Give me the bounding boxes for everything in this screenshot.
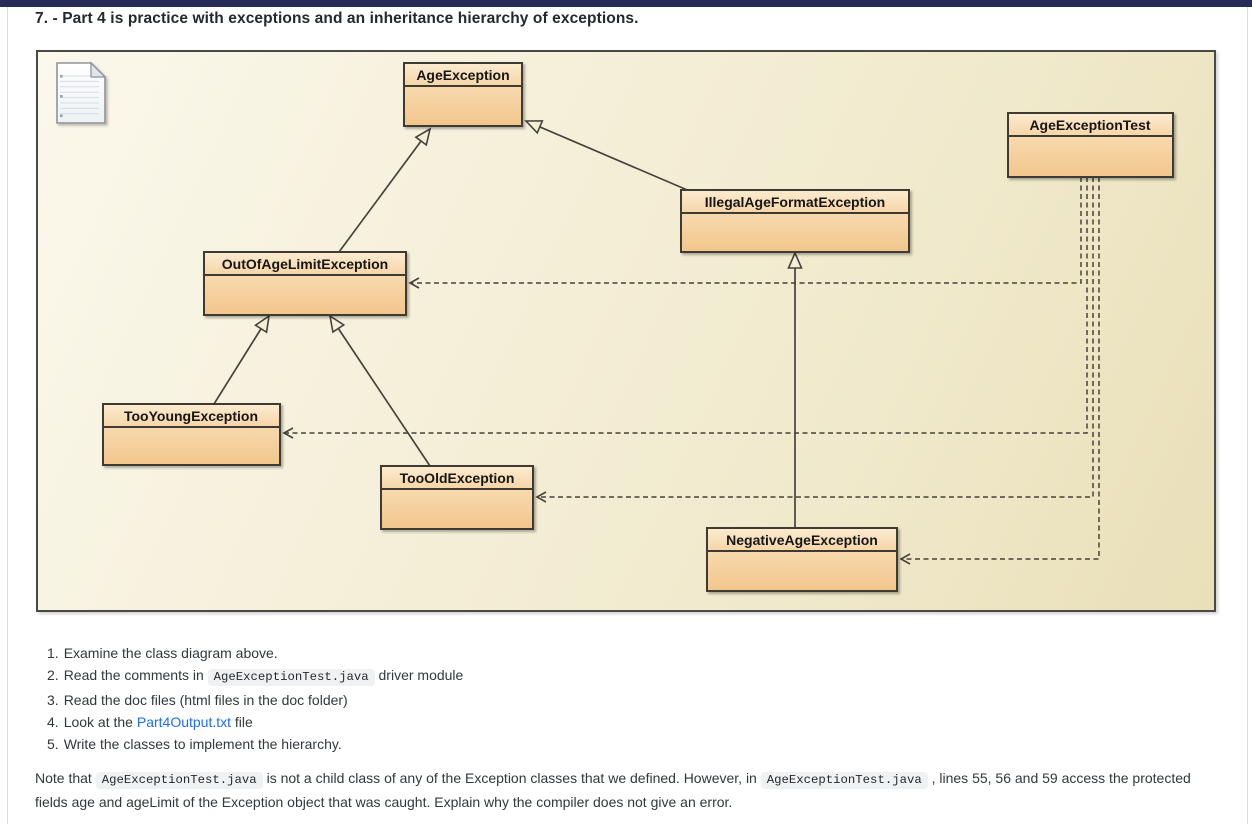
class-name-tooyoungexception: TooYoungException [124, 408, 258, 424]
container-right-border [1247, 7, 1248, 824]
instructions-list: 1.Examine the class diagram above. 2.Rea… [47, 642, 463, 755]
container-left-border [7, 7, 8, 824]
instruction-text: driver module [378, 667, 464, 684]
code-span-ageexceptiontest-java: AgeExceptionTest.java [760, 772, 928, 789]
generalization-edge-illegalageformat-to-ageexception [524, 120, 693, 193]
instruction-number: 2. [47, 667, 59, 684]
instruction-number: 1. [47, 645, 59, 661]
class-name-ageexceptiontest: AgeExceptionTest [1029, 117, 1150, 133]
instruction-text: Look at the [63, 713, 133, 730]
instruction-text: file [234, 713, 253, 730]
class-box-tooyoungexception: TooYoungException [102, 403, 281, 466]
note-paragraph: Note that AgeExceptionTest.java is not a… [35, 768, 1215, 813]
class-box-tooldexception: TooOldException [380, 465, 534, 530]
instruction-item-3: 3.Read the doc files (html files in the … [47, 689, 463, 711]
class-name-ageexception: AgeException [416, 67, 509, 83]
code-span-ageexceptiontest-java: AgeExceptionTest.java [95, 772, 263, 789]
generalization-edge-outofagelimit-to-ageexception [338, 127, 432, 253]
document-icon [56, 61, 107, 124]
dependency-edge-test-to-tooold [535, 177, 1094, 503]
instruction-number: 4. [47, 713, 59, 730]
class-box-ageexceptiontest: AgeExceptionTest [1007, 112, 1174, 178]
class-box-negativeageexception: NegativeAgeException [706, 527, 898, 592]
instruction-item-1: 1.Examine the class diagram above. [47, 642, 463, 664]
instruction-text: Write the classes to implement the hiera… [63, 736, 342, 753]
part4output-link[interactable]: Part4Output.txt [136, 713, 232, 730]
generalization-edge-tooold-to-outofagelimit [328, 314, 431, 467]
class-name-tooldexception: TooOldException [400, 470, 515, 486]
dependency-edge-test-to-outofagelimit [408, 177, 1082, 289]
page-title: 7. - Part 4 is practice with exceptions … [35, 10, 639, 27]
class-name-outofagelimitexception: OutOfAgeLimitException [222, 256, 388, 272]
instruction-text: Read the doc files (html files in the do… [63, 691, 348, 708]
instruction-item-2: 2.Read the comments in AgeExceptionTest.… [47, 664, 463, 688]
class-box-illegalageformatexception: IllegalAgeFormatException [680, 189, 910, 253]
note-text: is not a child class of any of the Excep… [266, 770, 757, 786]
class-name-negativeageexception: NegativeAgeException [726, 532, 878, 548]
class-box-outofagelimitexception: OutOfAgeLimitException [203, 251, 407, 316]
generalization-edge-tooyoung-to-outofagelimit [213, 314, 271, 405]
class-box-ageexception: AgeException [403, 62, 523, 127]
instruction-item-4: 4.Look at the Part4Output.txt file [47, 711, 463, 733]
instruction-number: 5. [47, 736, 59, 753]
class-name-illegalageformatexception: IllegalAgeFormatException [705, 194, 885, 210]
dependency-edge-test-to-tooyoung [282, 177, 1088, 439]
dependency-edge-test-to-negativeage [899, 177, 1100, 565]
instruction-number: 3. [47, 691, 59, 708]
note-text: , lines 55, 56 and 59 access the protect… [35, 770, 1191, 810]
instruction-text: Examine the class diagram above. [63, 645, 278, 661]
top-accent-bar [0, 0, 1252, 7]
code-span-ageexceptiontest-java: AgeExceptionTest.java [207, 669, 375, 687]
instruction-item-5: 5.Write the classes to implement the hie… [47, 733, 463, 755]
uml-diagram-panel: AgeException AgeExceptionTest IllegalAge… [36, 50, 1216, 612]
note-text: Note that [35, 770, 92, 786]
uml-diagram-canvas: AgeException AgeExceptionTest IllegalAge… [56, 61, 1174, 592]
instruction-text: Read the comments in [63, 667, 204, 684]
